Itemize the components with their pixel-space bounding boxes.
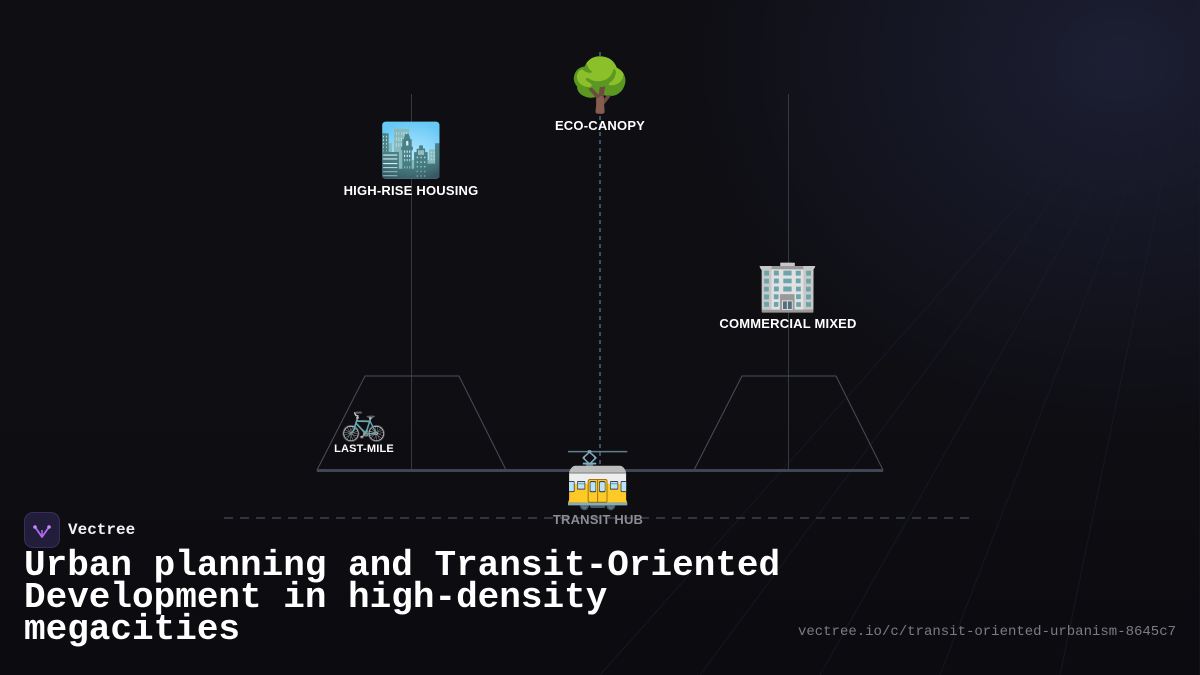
course-url[interactable]: vectree.io/c/transit-oriented-urbanism-8… bbox=[797, 624, 1176, 640]
high-rise-housing-label: HIGH-RISE HOUSING bbox=[343, 183, 479, 198]
brand-name: Vectree bbox=[68, 521, 136, 539]
brand[interactable]: Vectree bbox=[24, 512, 135, 548]
cityscape-icon: 🏙️ bbox=[378, 122, 444, 180]
node-high-rise-housing: 🏙️ HIGH-RISE HOUSING bbox=[344, 125, 479, 198]
last-mile-label: LAST-MILE bbox=[334, 443, 394, 455]
office-building-icon: 🏢 bbox=[756, 257, 820, 313]
vectree-logo-icon bbox=[24, 512, 60, 548]
node-last-mile: 🚲 LAST-MILE bbox=[334, 403, 394, 455]
node-transit-hub: 🚋 TRANSIT HUB bbox=[553, 454, 643, 527]
tram-icon: 🚋 bbox=[564, 451, 632, 511]
eco-canopy-label: ECO-CANOPY bbox=[554, 118, 646, 133]
node-eco-canopy: 🌳 ECO-CANOPY bbox=[555, 60, 645, 133]
deciduous-tree-icon: 🌳 bbox=[567, 57, 633, 115]
bicycle-icon: 🚲 bbox=[340, 401, 388, 443]
commercial-mixed-label: COMMERCIAL MIXED bbox=[719, 316, 857, 331]
node-commercial-mixed: 🏢 COMMERCIAL MIXED bbox=[719, 260, 856, 331]
page-title: Urban planning and Transit-Oriented Deve… bbox=[24, 545, 781, 650]
transit-hub-label: TRANSIT HUB bbox=[552, 512, 644, 527]
